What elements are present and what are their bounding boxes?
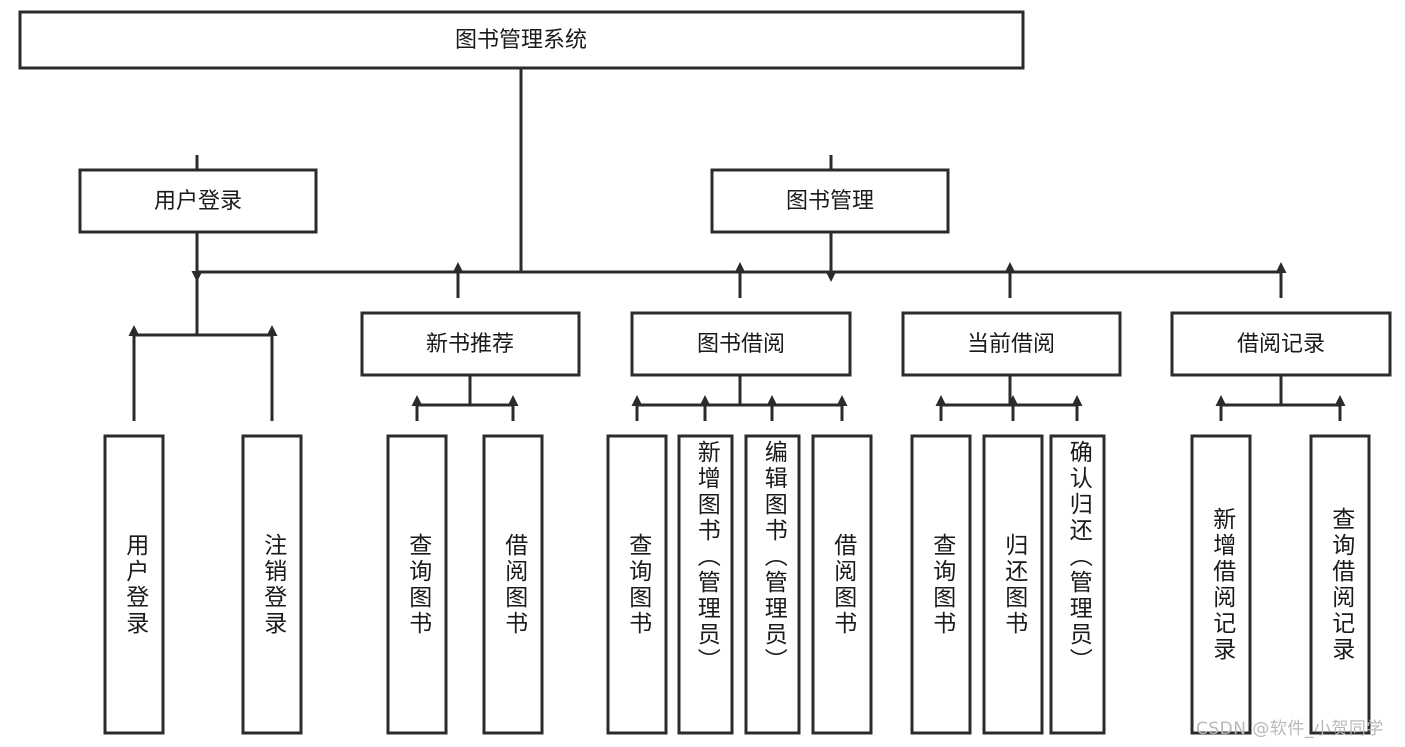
node-book-borrow[interactable]: 图书借阅 (630, 311, 852, 377)
leaf-rect-query-books-a[interactable] (386, 434, 448, 735)
leaf-rect-add-book-admin[interactable] (677, 434, 734, 735)
csdn-watermark: CSDN @软件_小贺同学 (1196, 719, 1384, 739)
leaf-rect-confirm-return-admin[interactable] (1049, 434, 1106, 735)
node-book-borrow-rect[interactable] (630, 311, 852, 377)
node-new-book-recommend-rect[interactable] (360, 311, 581, 377)
node-user-login[interactable]: 用户登录 (78, 168, 318, 234)
leaf-rect-return-books[interactable] (982, 434, 1044, 735)
leaf-rect-group (103, 434, 1371, 735)
connector-group-user-login (128, 232, 278, 421)
leaf-rect-edit-book-admin[interactable] (744, 434, 801, 735)
node-book-management[interactable]: 图书管理 (710, 168, 950, 234)
node-root[interactable]: 图书管理系统 (18, 10, 1025, 70)
leaf-rect-query-books-c[interactable] (910, 434, 972, 735)
connector-group-borrow (631, 375, 848, 421)
connector-group-records (1215, 375, 1346, 421)
node-new-book-recommend-label: 新书推荐 (426, 332, 514, 357)
leaf-rect-add-borrow-record[interactable] (1190, 434, 1252, 735)
node-user-login-rect[interactable] (78, 168, 318, 234)
node-user-login-label: 用户登录 (154, 189, 242, 214)
connector-group-new-books (411, 375, 519, 421)
node-current-borrow[interactable]: 当前借阅 (901, 311, 1122, 377)
node-borrow-records-rect[interactable] (1170, 311, 1392, 377)
leaf-rect-logout[interactable] (241, 434, 303, 735)
node-current-borrow-rect[interactable] (901, 311, 1122, 377)
node-borrow-records-label: 借阅记录 (1237, 332, 1325, 357)
node-book-management-rect[interactable] (710, 168, 950, 234)
leaf-rect-borrow-books-a[interactable] (482, 434, 544, 735)
node-book-management-label: 图书管理 (786, 189, 874, 214)
leaf-rect-borrow-books-b[interactable] (811, 434, 873, 735)
node-current-borrow-label: 当前借阅 (967, 332, 1055, 357)
node-book-borrow-label: 图书借阅 (697, 332, 785, 357)
leaf-rect-query-books-b[interactable] (606, 434, 668, 735)
node-root-label: 图书管理系统 (455, 28, 587, 53)
node-root-rect[interactable] (18, 10, 1025, 70)
node-borrow-records[interactable]: 借阅记录 (1170, 311, 1392, 377)
leaf-rect-user-login[interactable] (103, 434, 165, 735)
connector-group-current (935, 375, 1083, 421)
node-new-book-recommend[interactable]: 新书推荐 (360, 311, 581, 377)
leaf-rect-query-borrow-record[interactable] (1309, 434, 1371, 735)
connector-group-book-mgmt (452, 232, 1287, 298)
